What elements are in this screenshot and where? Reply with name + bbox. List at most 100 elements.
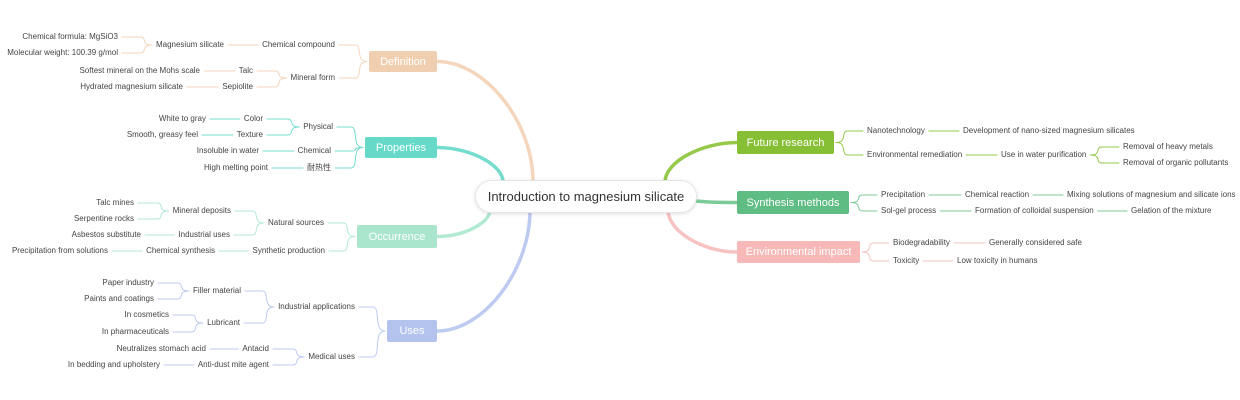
topic-medical-uses[interactable]: Medical uses — [308, 352, 355, 361]
topic-softest-mineral-on-the-mohs-scale[interactable]: Softest mineral on the Mohs scale — [79, 66, 200, 75]
topic-development-of-nano-sized-magnesium-silicates[interactable]: Development of nano-sized magnesium sili… — [963, 126, 1135, 135]
topic-gelation-of-the-mixture[interactable]: Gelation of the mixture — [1131, 206, 1212, 215]
link — [272, 356, 305, 366]
topic-biodegradability[interactable]: Biodegradability — [893, 238, 950, 247]
link — [243, 306, 275, 324]
topic-insoluble-in-water[interactable]: Insoluble in water — [196, 146, 259, 155]
topic-removal-of-organic-pollutants[interactable]: Removal of organic pollutants — [1123, 158, 1229, 167]
link — [272, 348, 305, 358]
link — [157, 290, 190, 300]
topic-smooth-greasy-feel[interactable]: Smooth, greasy feel — [126, 130, 198, 139]
topic-synthetic-production[interactable]: Synthetic production — [252, 246, 326, 255]
topic-formation-of-colloidal-suspension[interactable]: Formation of colloidal suspension — [975, 206, 1094, 215]
topic-precipitation-from-solutions[interactable]: Precipitation from solutions — [11, 246, 108, 255]
branch-occurrence[interactable]: Occurrence — [357, 225, 437, 248]
link — [266, 118, 300, 128]
topic-generally-considered-safe[interactable]: Generally considered safe — [989, 238, 1082, 247]
link — [328, 236, 356, 252]
topic-nanotechnology[interactable]: Nanotechnology — [867, 126, 925, 135]
link — [157, 282, 190, 292]
link — [358, 330, 386, 358]
link — [1089, 146, 1120, 156]
branch-link — [688, 198, 739, 205]
link — [338, 44, 368, 62]
topic-hydrated-magnesium-silicate[interactable]: Hydrated magnesium silicate — [80, 82, 183, 91]
topic-physical[interactable]: Physical — [303, 122, 333, 131]
topic-in-cosmetics[interactable]: In cosmetics — [124, 310, 169, 319]
branch-link — [666, 208, 739, 254]
branch-link — [435, 208, 532, 333]
topic-paints-and-coatings[interactable]: Paints and coatings — [84, 294, 154, 303]
link — [137, 210, 170, 220]
topic-chemical-synthesis[interactable]: Chemical synthesis — [146, 246, 215, 255]
link — [121, 36, 153, 46]
topic-chemical-formula-mgsio3[interactable]: Chemical formula: MgSiO3 — [22, 32, 118, 41]
link — [835, 142, 864, 156]
topic-removal-of-heavy-metals[interactable]: Removal of heavy metals — [1123, 142, 1213, 151]
topic-serpentine-rocks[interactable]: Serpentine rocks — [73, 214, 134, 223]
topic-talc-mines[interactable]: Talc mines — [96, 198, 134, 207]
link — [861, 251, 890, 262]
topic-lubricant[interactable]: Lubricant — [207, 318, 240, 327]
topic-magnesium-silicate[interactable]: Magnesium silicate — [155, 40, 224, 49]
link — [244, 290, 275, 308]
branch-definition[interactable]: Definition — [369, 51, 437, 72]
topic-mineral-deposits[interactable]: Mineral deposits — [172, 206, 231, 215]
topic-precipitation[interactable]: Precipitation — [881, 190, 926, 199]
link — [234, 210, 265, 224]
link — [338, 61, 368, 79]
link — [256, 77, 288, 88]
branch-future-research[interactable]: Future research — [737, 131, 834, 154]
branch-link — [435, 59, 535, 184]
branch-uses[interactable]: Uses — [387, 320, 437, 342]
topic-node[interactable]: 耐热性 — [307, 163, 331, 172]
topic-chemical-reaction[interactable]: Chemical reaction — [965, 190, 1030, 199]
topic-paper-industry[interactable]: Paper industry — [102, 278, 154, 287]
topic-toxicity[interactable]: Toxicity — [893, 256, 920, 265]
link — [850, 202, 878, 212]
topic-use-in-water-purification[interactable]: Use in water purification — [1001, 150, 1087, 159]
branch-link — [435, 145, 505, 184]
topic-sepiolite[interactable]: Sepiolite — [222, 82, 253, 91]
topic-high-melting-point[interactable]: High melting point — [203, 163, 268, 172]
topic-asbestos-substitute[interactable]: Asbestos substitute — [71, 230, 141, 239]
topic-neutralizes-stomach-acid[interactable]: Neutralizes stomach acid — [116, 344, 206, 353]
link — [137, 202, 170, 212]
topic-chemical-compound[interactable]: Chemical compound — [262, 40, 335, 49]
link — [334, 147, 364, 169]
topic-in-bedding-and-upholstery[interactable]: In bedding and upholstery — [67, 360, 160, 369]
topic-anti-dust-mite-agent[interactable]: Anti-dust mite agent — [197, 360, 269, 369]
link — [336, 126, 364, 148]
topic-talc[interactable]: Talc — [238, 66, 253, 75]
topic-molecular-weight-100-39-g-mol[interactable]: Molecular weight: 100.39 g/mol — [7, 48, 118, 57]
topic-natural-sources[interactable]: Natural sources — [267, 218, 324, 227]
topic-mineral-form[interactable]: Mineral form — [290, 73, 335, 82]
topic-sol-gel-process[interactable]: Sol-gel process — [881, 206, 937, 215]
topic-industrial-applications[interactable]: Industrial applications — [278, 302, 355, 311]
topic-low-toxicity-in-humans[interactable]: Low toxicity in humans — [957, 256, 1038, 265]
link — [233, 222, 265, 236]
branch-properties[interactable]: Properties — [365, 137, 437, 158]
link — [121, 44, 153, 54]
link — [327, 222, 356, 237]
topic-color[interactable]: Color — [243, 114, 263, 123]
link — [835, 130, 864, 143]
topic-in-pharmaceuticals[interactable]: In pharmaceuticals — [101, 327, 169, 336]
topic-filler-material[interactable]: Filler material — [192, 286, 241, 295]
branch-link — [663, 140, 739, 184]
topic-environmental-remediation[interactable]: Environmental remediation — [867, 150, 963, 159]
central-topic[interactable]: Introduction to magnesium silicate — [475, 180, 697, 213]
topic-antacid[interactable]: Antacid — [242, 344, 269, 353]
link — [358, 306, 386, 332]
branch-environmental-impact[interactable]: Environmental impact — [737, 241, 860, 263]
link — [172, 322, 204, 333]
topic-mixing-solutions-of-magnesium-and-silicate-ions[interactable]: Mixing solutions of magnesium and silica… — [1067, 190, 1236, 199]
topic-industrial-uses[interactable]: Industrial uses — [178, 230, 230, 239]
topic-chemical[interactable]: Chemical — [297, 146, 331, 155]
branch-synthesis-methods[interactable]: Synthesis methods — [737, 191, 849, 214]
link — [266, 126, 300, 136]
topic-texture[interactable]: Texture — [236, 130, 263, 139]
link — [861, 242, 890, 253]
topic-white-to-gray[interactable]: White to gray — [158, 114, 206, 123]
